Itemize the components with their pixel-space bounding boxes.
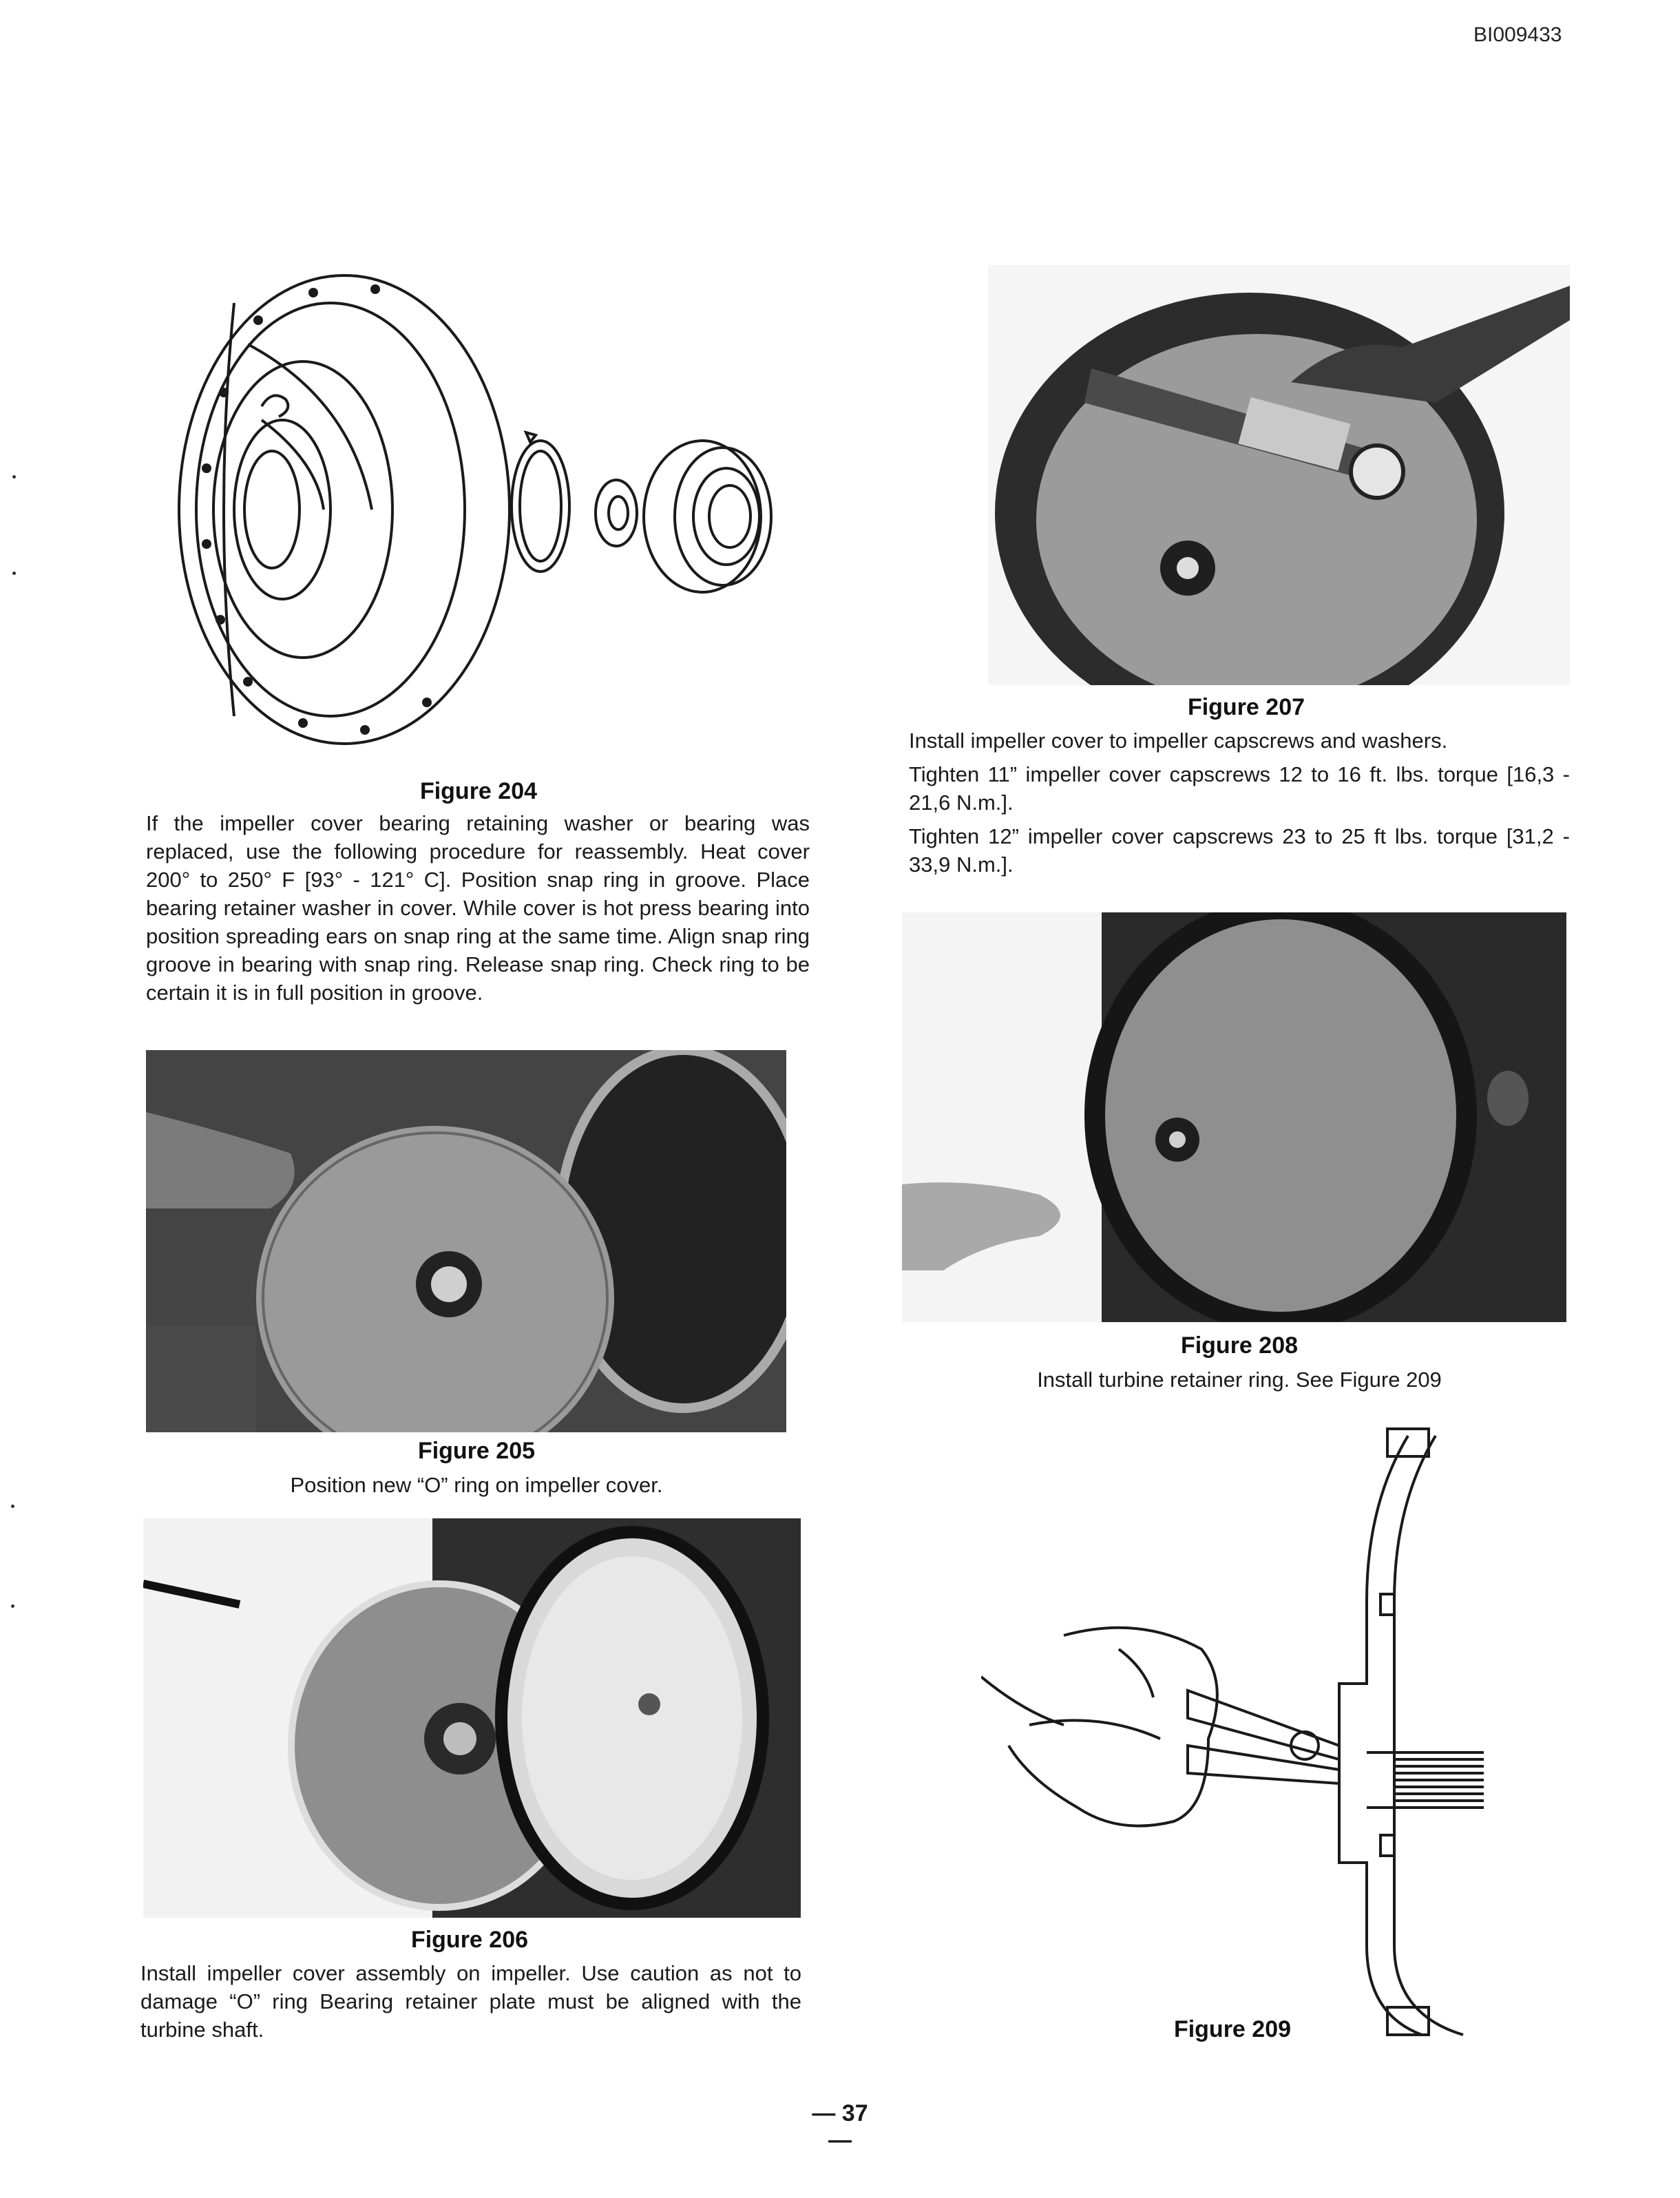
figure-208-caption: Install turbine retainer ring. See Figur… — [909, 1365, 1570, 1394]
figure-207-caption-paragraph: Tighten 11” impeller cover capscrews 12 … — [909, 762, 1570, 815]
figure-207-caption: Install impeller cover to impeller capsc… — [909, 726, 1570, 879]
figure-209-illustration — [981, 1422, 1487, 2042]
figure-207-title: Figure 207 — [1187, 694, 1305, 720]
figure-208-photo — [902, 912, 1566, 1322]
figure-207-caption-paragraph: Install impeller cover to impeller capsc… — [909, 729, 1448, 753]
figure-206-photo — [143, 1518, 801, 1918]
figure-204-title: Figure 204 — [419, 778, 538, 804]
figure-208-title: Figure 208 — [1180, 1332, 1299, 1359]
page-number: — 37 — — [812, 2100, 868, 2153]
figure-207-caption-paragraph: Tighten 12” impeller cover capscrews 23 … — [909, 824, 1570, 877]
figure-205-caption-paragraph: Position new “O” ring on impeller cover. — [290, 1473, 663, 1497]
figure-206-caption-paragraph: Install impeller cover assembly on impel… — [140, 1961, 801, 2042]
margin-speck — [11, 1604, 14, 1608]
document-id: BI009433 — [1473, 23, 1562, 46]
figure-208-caption-paragraph: Install turbine retainer ring. See Figur… — [1037, 1368, 1442, 1392]
figure-205-photo — [146, 1050, 786, 1432]
figure-204-illustration — [145, 262, 778, 757]
margin-speck — [12, 572, 16, 575]
figure-204-caption: If the impeller cover bearing retaining … — [146, 809, 810, 1007]
margin-speck — [12, 475, 16, 479]
figure-205-caption: Position new “O” ring on impeller cover. — [146, 1471, 807, 1499]
margin-speck — [11, 1505, 14, 1508]
figure-205-title: Figure 205 — [417, 1438, 536, 1464]
figure-207-photo — [988, 265, 1570, 685]
figure-206-title: Figure 206 — [410, 1927, 529, 1953]
figure-209-title: Figure 209 — [1173, 2016, 1292, 2042]
figure-204-caption-paragraph: If the impeller cover bearing retaining … — [146, 811, 810, 1005]
figure-206-caption: Install impeller cover assembly on impel… — [140, 1959, 801, 2044]
